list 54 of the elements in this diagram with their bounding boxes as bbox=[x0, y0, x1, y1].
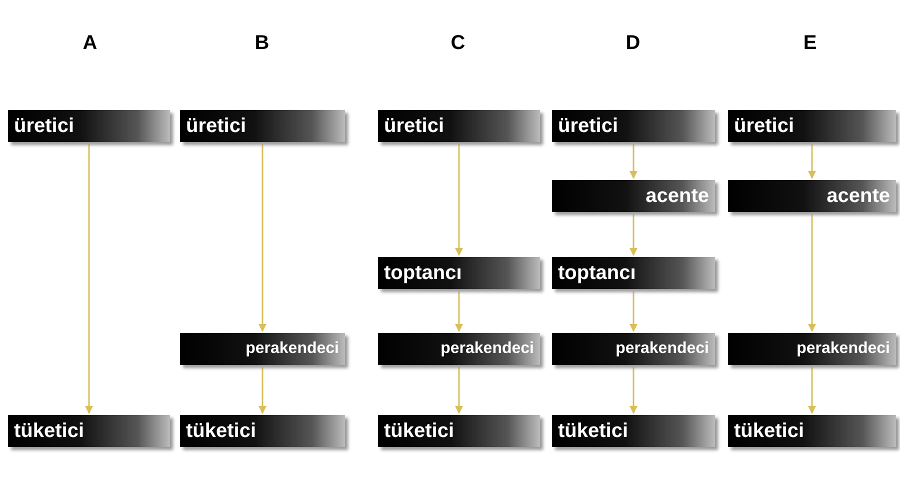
box-label: üretici bbox=[186, 114, 246, 138]
box-label: perakendeci bbox=[796, 340, 890, 358]
box-label: üretici bbox=[14, 114, 74, 138]
column-header: B bbox=[254, 32, 270, 55]
arrow bbox=[808, 214, 816, 332]
box-label: üretici bbox=[734, 114, 794, 138]
box-label: acente bbox=[646, 184, 709, 208]
column-header: A bbox=[82, 32, 98, 55]
box-label: tüketici bbox=[14, 420, 84, 442]
arrow bbox=[808, 367, 816, 414]
process-box bbox=[728, 415, 896, 447]
arrow bbox=[258, 367, 266, 414]
arrow bbox=[808, 144, 816, 179]
process-box bbox=[8, 415, 170, 447]
box-label: tüketici bbox=[186, 420, 256, 442]
arrow bbox=[455, 291, 463, 332]
box-label: perakendeci bbox=[440, 340, 534, 358]
process-box bbox=[378, 333, 540, 365]
column-header: D bbox=[624, 32, 642, 55]
arrow bbox=[455, 367, 463, 414]
arrow bbox=[455, 144, 463, 256]
process-box bbox=[378, 257, 540, 289]
column-header: E bbox=[802, 32, 818, 55]
arrow bbox=[630, 144, 638, 179]
box-label: tüketici bbox=[384, 420, 454, 442]
process-box bbox=[552, 180, 715, 212]
box-label: toptancı bbox=[558, 262, 636, 284]
box-label: üretici bbox=[384, 114, 444, 138]
box-label: toptancı bbox=[384, 262, 462, 284]
arrow bbox=[258, 144, 266, 332]
process-box bbox=[180, 110, 345, 142]
process-box bbox=[378, 415, 540, 447]
process-box bbox=[552, 333, 715, 365]
arrow bbox=[630, 291, 638, 332]
process-box bbox=[180, 333, 345, 365]
box-label: tüketici bbox=[558, 420, 628, 442]
arrow bbox=[85, 144, 93, 414]
process-box bbox=[378, 110, 540, 142]
process-box bbox=[552, 110, 715, 142]
process-box bbox=[552, 257, 715, 289]
process-box bbox=[180, 415, 345, 447]
process-box bbox=[728, 110, 896, 142]
box-label: perakendeci bbox=[616, 340, 709, 358]
process-box bbox=[728, 333, 896, 365]
column-header: C bbox=[450, 32, 466, 55]
process-box bbox=[552, 415, 715, 447]
box-label: acente bbox=[826, 184, 890, 208]
arrow bbox=[630, 214, 638, 256]
arrow bbox=[630, 367, 638, 414]
process-box bbox=[8, 110, 170, 142]
process-box bbox=[728, 180, 896, 212]
box-label: üretici bbox=[558, 114, 618, 138]
box-label: tüketici bbox=[734, 420, 804, 442]
box-label: perakendeci bbox=[246, 340, 339, 358]
